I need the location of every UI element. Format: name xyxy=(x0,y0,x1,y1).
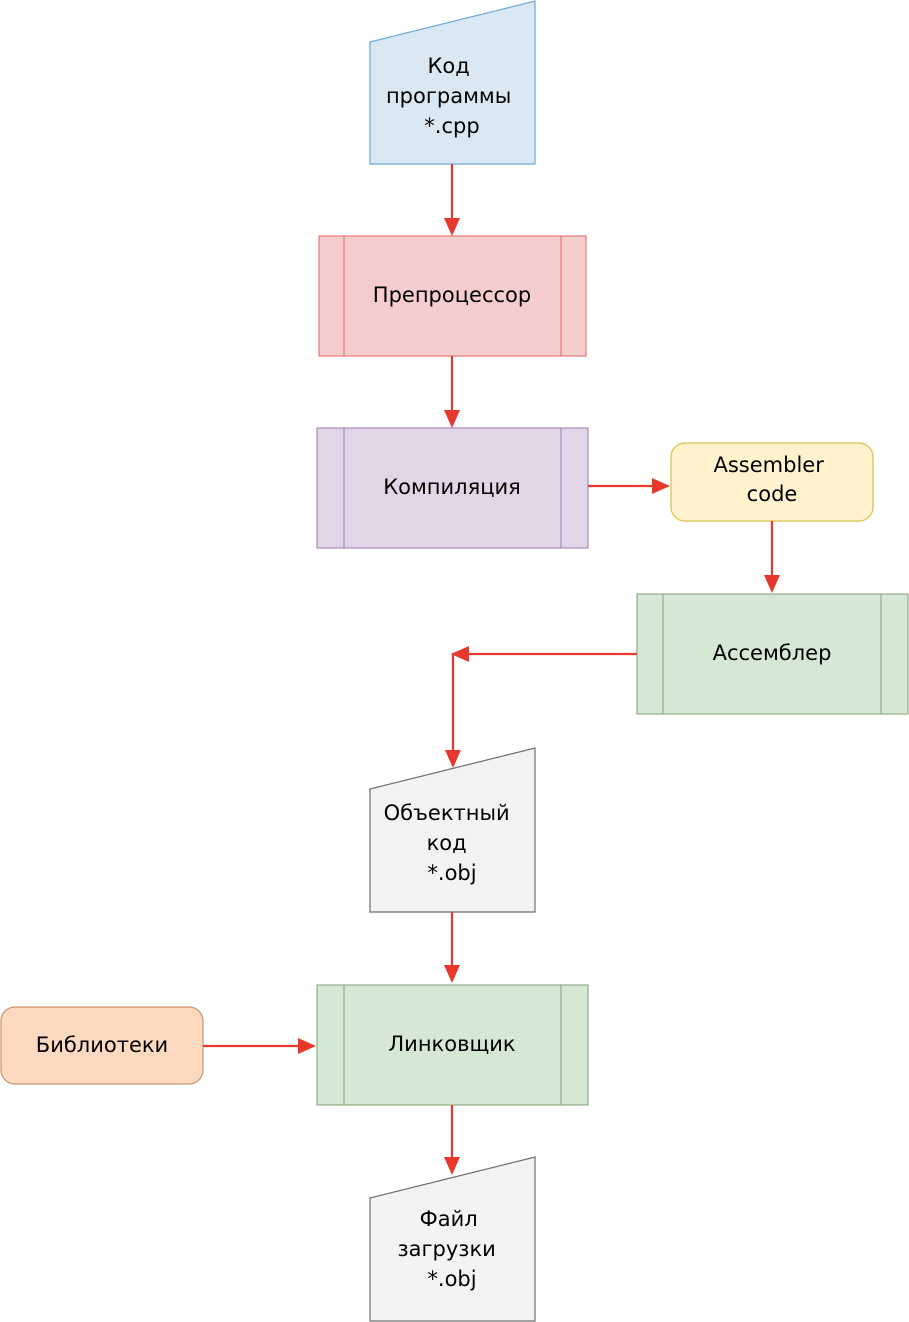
source-code-shape xyxy=(369,0,536,165)
connector-assembler-code-to-assembler xyxy=(764,521,780,593)
load-file-label: Файл загрузки *.obj xyxy=(397,1207,502,1291)
assembler-code-label: Assembler code xyxy=(713,453,830,506)
load-file-line-2: загрузки xyxy=(397,1237,495,1261)
connector-libraries-to-linker xyxy=(203,1038,316,1054)
preprocessor-node: Препроцессор xyxy=(318,235,587,357)
connector-preprocessor-to-compilation xyxy=(444,356,460,428)
libraries-line-1: Библиотеки xyxy=(36,1033,168,1057)
source-code-line-1: Код xyxy=(428,54,470,78)
assembler-shape xyxy=(636,593,909,715)
connector-linker-to-load-file xyxy=(444,1105,460,1175)
source-code-label: Код программы *.cpp xyxy=(386,54,518,138)
preprocessor-shape xyxy=(318,235,587,357)
object-code-line-1: Объектный xyxy=(384,801,510,825)
preprocessor-line-1: Препроцессор xyxy=(373,283,531,307)
load-file-node: Файл загрузки *.obj xyxy=(369,1156,536,1322)
compilation-shape xyxy=(316,427,589,549)
object-code-shape xyxy=(369,747,536,913)
preprocessor-label: Препроцессор xyxy=(373,283,531,307)
object-code-node: Объектный код *.obj xyxy=(369,747,536,913)
load-file-line-1: Файл xyxy=(420,1207,478,1231)
linker-label: Линковщик xyxy=(388,1032,515,1056)
source-code-line-3: *.cpp xyxy=(424,114,479,138)
linker-line-1: Линковщик xyxy=(388,1032,515,1056)
source-code-node: Код программы *.cpp xyxy=(369,0,536,165)
assembler-node: Ассемблер xyxy=(636,593,909,715)
libraries-node: Библиотеки xyxy=(0,1006,204,1085)
source-code-line-2: программы xyxy=(386,84,511,108)
assembler-code-line-1: Assembler xyxy=(713,453,824,477)
connector-assembler-to-object-code xyxy=(445,646,637,768)
object-code-label: Объектный код *.obj xyxy=(384,801,517,885)
compilation-line-1: Компиляция xyxy=(383,475,521,499)
libraries-label: Библиотеки xyxy=(36,1033,168,1057)
compilation-label: Компиляция xyxy=(383,475,521,499)
connector-source-to-preprocessor xyxy=(444,164,460,236)
assembler-code-line-2: code xyxy=(747,482,798,506)
load-file-shape xyxy=(369,1156,536,1322)
linker-shape xyxy=(316,984,589,1106)
assembler-code-node: Assembler code xyxy=(670,442,874,522)
linker-node: Линковщик xyxy=(316,984,589,1106)
compilation-node: Компиляция xyxy=(316,427,589,549)
load-file-line-3: *.obj xyxy=(427,1267,476,1291)
object-code-line-3: *.obj xyxy=(427,861,476,885)
assembler-label: Ассемблер xyxy=(713,641,832,665)
connector-compilation-to-assembler-code xyxy=(588,478,670,494)
connector-object-code-to-linker xyxy=(444,912,460,983)
object-code-line-2: код xyxy=(427,831,467,855)
assembler-line-1: Ассемблер xyxy=(713,641,832,665)
